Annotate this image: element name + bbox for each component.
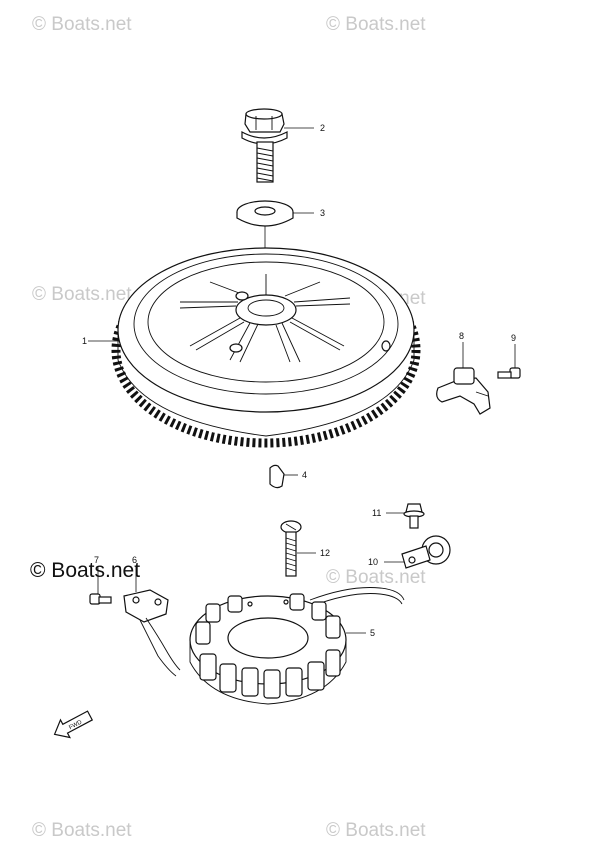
- callout-label-11: 11: [372, 508, 381, 518]
- flywheel-part-1[interactable]: [111, 247, 421, 448]
- callout-label-12: 12: [320, 548, 330, 558]
- watermark-main: © Boats.net: [30, 559, 141, 582]
- watermark: © Boats.net: [326, 820, 426, 841]
- stator-part-5[interactable]: [189, 587, 405, 705]
- callout-label-10: 10: [368, 557, 378, 567]
- bolt-part-11[interactable]: [403, 503, 425, 529]
- clamp-part-10[interactable]: [401, 535, 451, 569]
- screw-part-7[interactable]: [89, 593, 112, 605]
- callout-label-4: 4: [302, 470, 307, 480]
- key-part-4[interactable]: [269, 464, 285, 489]
- watermark: © Boats.net: [32, 284, 132, 305]
- callout-label-7: 7: [94, 555, 99, 565]
- callout-label-6: 6: [132, 555, 137, 565]
- sensor-part-8[interactable]: [436, 367, 491, 415]
- callout-label-5: 5: [370, 628, 375, 638]
- bolt-part-2[interactable]: [241, 108, 288, 183]
- washer-part-3[interactable]: [236, 200, 294, 227]
- callout-label-1: 1: [82, 336, 87, 346]
- callout-label-8: 8: [459, 331, 464, 341]
- screw-part-9[interactable]: [497, 367, 521, 379]
- callout-label-3: 3: [320, 208, 325, 218]
- forward-arrow-icon: FWD: [53, 710, 94, 739]
- watermark: © Boats.net: [32, 820, 132, 841]
- screw-part-12[interactable]: [280, 520, 302, 577]
- watermark: © Boats.net: [32, 14, 132, 35]
- callout-label-2: 2: [320, 123, 325, 133]
- pulser-coil-part-6[interactable]: [123, 589, 181, 677]
- watermark: © Boats.net: [326, 14, 426, 35]
- watermark: © Boats.net: [326, 567, 426, 588]
- callout-label-9: 9: [511, 333, 516, 343]
